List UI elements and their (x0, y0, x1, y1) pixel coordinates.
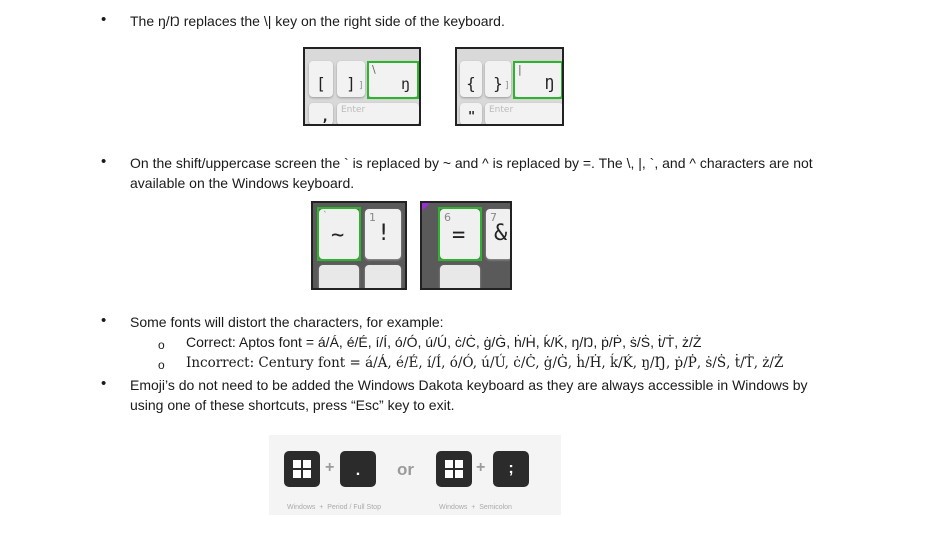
key-brace-open: { (460, 61, 482, 97)
key-label: " (468, 109, 476, 123)
key-y (440, 265, 480, 288)
item-4-text: Emoji’s do not need to be added the Wind… (130, 375, 870, 415)
key-enter: Enter (485, 103, 562, 124)
highlight-box (513, 61, 562, 99)
sub-bullet-1: o (158, 338, 165, 352)
key-label: = (452, 223, 466, 248)
key-top-label: ] (505, 81, 509, 91)
key-exclaim: 1 ! (365, 209, 401, 259)
item-2-line-2: available on the Windows keyboard. (130, 175, 355, 191)
item-4-line-1: Emoji’s do not need to be added the Wind… (130, 377, 808, 393)
key-comma: , (309, 103, 333, 125)
sub-bullet-2: o (158, 358, 165, 372)
item-4-line-2: using one of these shortcuts, press “Esc… (130, 397, 455, 413)
key-top-label: 7 (490, 211, 497, 224)
item-2-line-1: On the shift/uppercase screen the ` is r… (130, 155, 813, 171)
plus-sign-1: + (325, 459, 335, 476)
key-label: , (321, 109, 330, 125)
key-label: ! (377, 221, 391, 246)
key-top-label: ] (359, 81, 363, 91)
key-top-label: | (518, 63, 522, 76)
key-quote: " (460, 103, 482, 124)
keyboard-image-tilde: ` ~ 1 ! (311, 201, 407, 290)
key-top-label: ` (323, 211, 328, 221)
emoji-shortcut-image: + . or + ; Windows + Period / Full Stop … (269, 435, 561, 515)
key-label: ] (346, 74, 356, 93)
windows-key-1 (284, 451, 320, 487)
key-ng: \ ŋ (368, 61, 418, 97)
keyboard-image-equals: 6 = 7 & (420, 201, 512, 290)
key-label: } (493, 74, 503, 93)
key-bracket-close: ] ] (337, 61, 365, 97)
bullet-1: • (101, 11, 107, 28)
bullet-4: • (101, 375, 107, 392)
key-bracket-open: [ (309, 61, 333, 97)
key-enter: Enter (337, 103, 419, 124)
key-top-label: 1 (369, 211, 376, 224)
key-label: ~ (331, 223, 345, 248)
key-label: & (494, 221, 508, 246)
highlight-box (317, 207, 361, 261)
or-label: or (397, 460, 414, 479)
sub-item-incorrect: Incorrect: Century font = á/Á, é/É, í/Í,… (186, 355, 784, 371)
windows-logo-icon (445, 460, 463, 478)
bullet-2: • (101, 153, 107, 170)
cursor-icon (422, 203, 430, 211)
key-brace-close: ] } (485, 61, 511, 97)
key-label: Enter (341, 105, 366, 115)
plus-sign-2: + (476, 459, 486, 476)
item-3-text: Some fonts will distort the characters, … (130, 314, 444, 330)
key-top-label: \ (372, 63, 376, 76)
windows-key-2 (436, 451, 472, 487)
key-ng-upper: | Ŋ (514, 61, 562, 97)
key-tilde: ` ~ (319, 209, 359, 259)
keyboard-image-ng-lower: [ ] ] \ ŋ , Enter (303, 47, 421, 126)
key-tab (319, 265, 359, 288)
caption-semicolon: Windows + Semicolon (439, 504, 512, 511)
key-equals: 6 = (440, 209, 480, 259)
key-q (365, 265, 401, 288)
item-2-text: On the shift/uppercase screen the ` is r… (130, 153, 870, 193)
period-key: . (340, 451, 376, 487)
semicolon-key: ; (493, 451, 529, 487)
key-label: Ŋ (544, 75, 554, 93)
key-label: Enter (489, 105, 514, 115)
keyboard-image-ng-upper: { ] } | Ŋ " Enter (455, 47, 564, 126)
item-1-text: The ŋ/Ŋ replaces the \| key on the right… (130, 13, 505, 29)
sub-item-correct: Correct: Aptos font = á/Á, é/É, í/Í, ó/Ó… (186, 334, 702, 350)
key-top-label: 6 (444, 211, 451, 224)
caption-period: Windows + Period / Full Stop (287, 504, 381, 511)
highlight-box (438, 207, 482, 261)
highlight-box (367, 61, 419, 99)
key-label: ŋ (400, 75, 410, 93)
key-ampersand: 7 & (486, 209, 510, 259)
bullet-3: • (101, 312, 107, 329)
windows-logo-icon (293, 460, 311, 478)
